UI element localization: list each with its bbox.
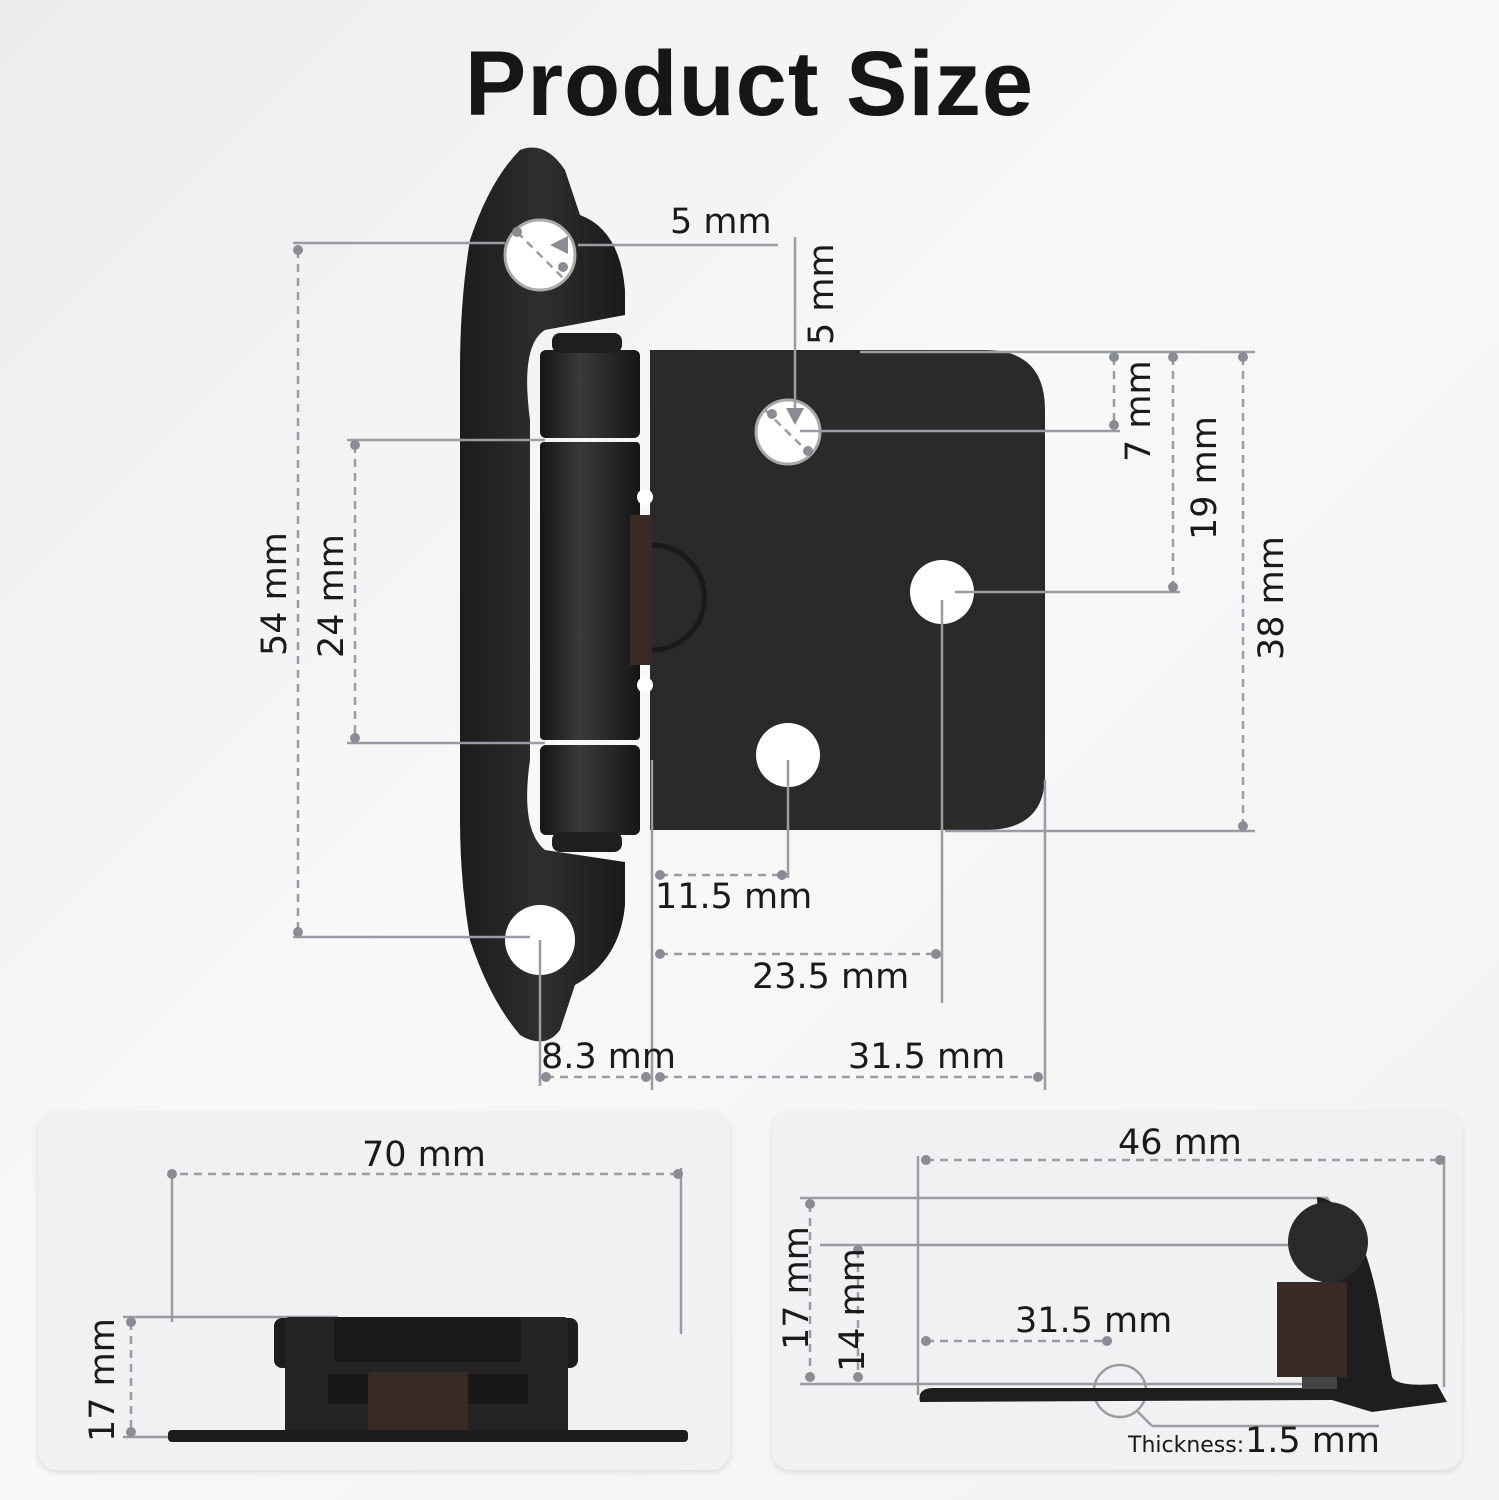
dim-knuckle-height: 24 mm [312,534,352,658]
dim-plate-hole-diameter: 5 mm [802,243,842,345]
hinge-side-profile-left [168,1317,688,1442]
hinge-frame-leaf [460,147,625,1042]
dim-overall-length: 70 mm [362,1135,486,1175]
hinge-mounting-plate [650,350,1045,830]
hinge-side-profile-right [919,1197,1447,1412]
page-title: Product Size [464,33,1035,135]
dim-mid-hole-offset: 19 mm [1185,416,1225,540]
side-view-left-panel [38,1112,730,1470]
dim-side-height-left: 17 mm [83,1318,123,1442]
hinge-front-view [293,147,1255,1090]
dim-overall-depth: 46 mm [1118,1123,1242,1163]
dim-hole-x-offset-1: 11.5 mm [655,877,813,917]
dim-side-height-total: 17 mm [777,1226,817,1350]
dim-hole-top-offset: 7 mm [1119,360,1159,462]
dim-plate-height: 38 mm [1252,536,1292,660]
dim-side-height-knuckle: 14 mm [833,1248,873,1372]
side-view-right-panel [772,1112,1462,1470]
dim-top-hole-diameter: 5 mm [670,202,772,242]
dim-plate-depth: 31.5 mm [1015,1301,1173,1341]
thickness-label: Thickness: [1128,1433,1245,1458]
dim-plate-width: 31.5 mm [848,1037,1006,1077]
thickness-value: 1.5 mm [1245,1421,1380,1461]
dim-leaf-offset: 8.3 mm [541,1037,676,1077]
dim-overall-height: 54 mm [255,532,295,656]
dim-hole-x-offset-2: 23.5 mm [752,957,910,997]
